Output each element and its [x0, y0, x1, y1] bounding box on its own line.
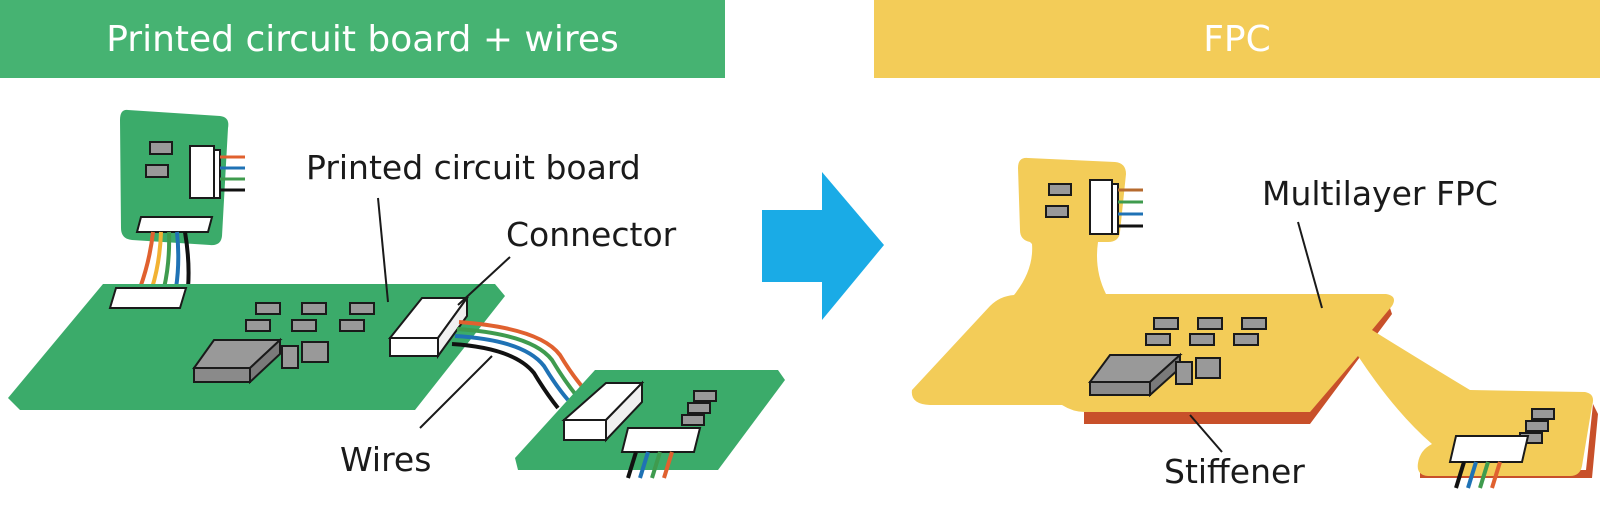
fpc-top-connector — [1089, 179, 1119, 235]
leader-lines-left — [377, 197, 511, 429]
top-board-chips — [145, 141, 173, 178]
small-board-output-connector — [620, 427, 702, 453]
fpc-top-leads — [1118, 188, 1143, 228]
multilayer-fpc — [911, 157, 1594, 476]
small-board-output-leads — [626, 451, 674, 479]
arrow-icon — [762, 172, 884, 320]
fpc-bottom-chips — [1519, 408, 1555, 444]
main-board-ic — [192, 337, 283, 385]
top-board-connector — [189, 145, 221, 199]
label-stiffener: Stiffener — [1164, 452, 1305, 491]
pcb-panel-title: Printed circuit board + wires — [0, 0, 725, 78]
fpc-bottom-connector — [1448, 435, 1530, 463]
main-board-ribbon-connector — [108, 287, 188, 309]
main-connector — [387, 294, 469, 360]
leader-lines-right — [1189, 221, 1323, 453]
top-board-bottom-connector — [135, 216, 214, 233]
top-board-leads — [220, 155, 245, 192]
main-board-chips — [245, 302, 375, 369]
ribbon-wires-left — [138, 231, 191, 289]
label-multilayer-fpc: Multilayer FPC — [1262, 174, 1498, 213]
wire-bundle — [451, 320, 587, 410]
label-printed-circuit-board: Printed circuit board — [306, 148, 641, 187]
small-board-connector — [561, 380, 645, 443]
fpc-top-chips — [1045, 183, 1072, 218]
label-wires: Wires — [340, 440, 432, 479]
label-connector: Connector — [506, 215, 677, 254]
small-board-chips — [681, 390, 717, 426]
fpc-bottom-leads — [1454, 461, 1502, 489]
fpc-panel-title: FPC — [874, 0, 1600, 78]
fpc-ic — [1088, 352, 1183, 398]
small-pcb-bottom — [515, 370, 785, 470]
fpc-chips — [1145, 317, 1267, 385]
small-pcb-top — [120, 109, 229, 246]
